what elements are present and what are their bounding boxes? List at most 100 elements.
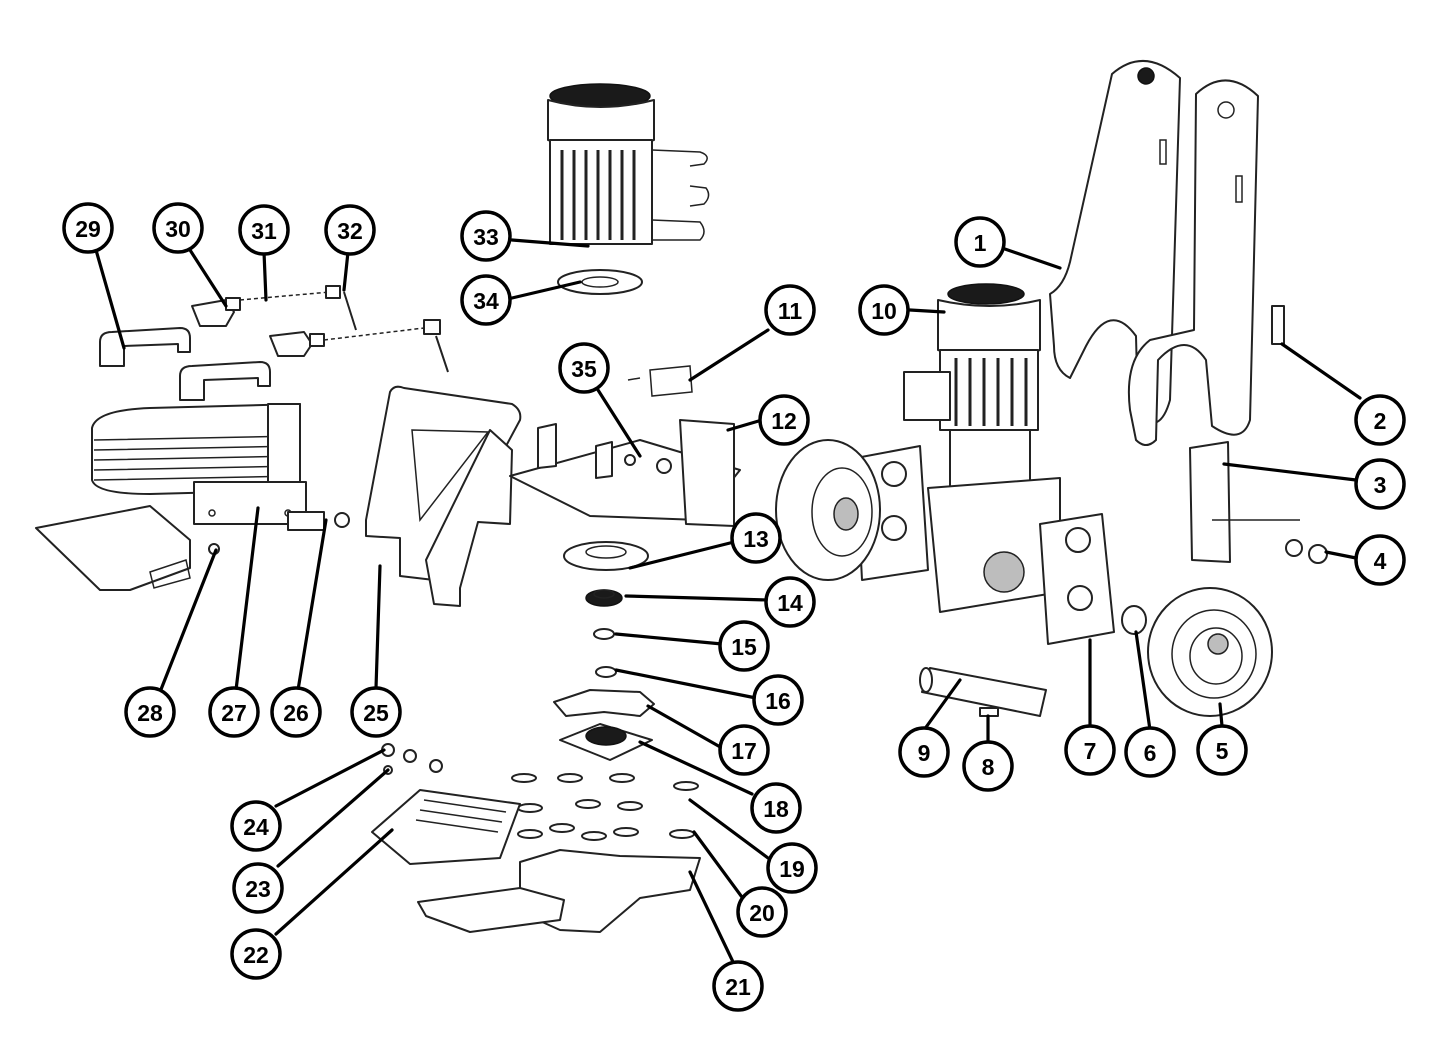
callout-circle — [232, 862, 284, 914]
callout-circle — [238, 204, 290, 256]
callout-circle — [764, 576, 816, 628]
callout-number: 2 — [1374, 408, 1387, 434]
callout-number: 1 — [974, 230, 987, 256]
callout-circle — [718, 620, 770, 672]
callout-number: 7 — [1084, 738, 1097, 764]
callout-circle — [736, 886, 788, 938]
callout-21: 21 — [712, 960, 764, 1012]
callout-24: 24 — [230, 800, 282, 852]
callout-34: 34 — [460, 274, 512, 326]
callout-number: 9 — [918, 740, 931, 766]
callout-number: 26 — [283, 700, 309, 726]
callout-9: 9 — [898, 726, 950, 778]
callout-11: 11 — [764, 284, 816, 336]
callout-27: 27 — [208, 686, 260, 738]
callout-number: 33 — [473, 224, 499, 250]
callout-15: 15 — [718, 620, 770, 672]
callout-circle — [954, 216, 1006, 268]
callout-4: 4 — [1354, 534, 1406, 586]
callout-circle — [1354, 458, 1406, 510]
callout-number: 32 — [337, 218, 363, 244]
callout-number: 4 — [1374, 548, 1387, 574]
counterweight-stack — [91, 403, 307, 525]
callout-number: 27 — [221, 700, 247, 726]
callout-number: 15 — [731, 634, 757, 660]
callout-3: 3 — [1354, 458, 1406, 510]
callout-circle — [350, 686, 402, 738]
callout-circle — [730, 512, 782, 564]
callout-circle — [712, 960, 764, 1012]
callout-circle — [558, 342, 610, 394]
callout-6: 6 — [1124, 726, 1176, 778]
callout-29: 29 — [62, 202, 114, 254]
end-cap — [1308, 544, 1328, 564]
callout-25: 25 — [350, 686, 402, 738]
lifting-handle — [99, 327, 271, 401]
callout-number: 35 — [571, 356, 597, 382]
leader-lines — [94, 238, 1362, 966]
callout-circle — [1064, 724, 1116, 776]
callout-circle — [962, 740, 1014, 792]
callout-circle — [460, 274, 512, 326]
callout-5: 5 — [1196, 724, 1248, 776]
callout-16: 16 — [752, 674, 804, 726]
callout-19: 19 — [766, 842, 818, 894]
callout-circle — [1124, 726, 1176, 778]
center-motor — [547, 83, 710, 295]
callout-31: 31 — [238, 204, 290, 256]
callout-circle — [1354, 394, 1406, 446]
callout-30: 30 — [152, 202, 204, 254]
base-plate — [511, 773, 701, 933]
scraper-blade — [371, 743, 565, 933]
callout-number: 19 — [779, 856, 805, 882]
callout-number: 11 — [778, 298, 803, 324]
callout-number: 12 — [771, 408, 797, 434]
callout-circle — [766, 842, 818, 894]
callout-circle — [752, 674, 804, 726]
callout-number: 30 — [165, 216, 191, 242]
callout-23: 23 — [232, 862, 284, 914]
callout-1: 1 — [954, 216, 1006, 268]
callout-14: 14 — [764, 576, 816, 628]
callout-circle — [270, 686, 322, 738]
callout-28: 28 — [124, 686, 176, 738]
locking-pin — [1271, 305, 1285, 345]
drive-motor — [903, 283, 1061, 613]
callout-22: 22 — [230, 928, 282, 980]
callout-number: 34 — [473, 288, 499, 314]
callout-8: 8 — [962, 740, 1014, 792]
side-frames — [1049, 60, 1259, 446]
bearing-stack — [553, 541, 655, 761]
callout-number: 29 — [75, 216, 101, 242]
callout-7: 7 — [1064, 724, 1116, 776]
callout-circle — [124, 686, 176, 738]
callout-circle — [324, 204, 376, 256]
callout-12: 12 — [758, 394, 810, 446]
callout-35: 35 — [558, 342, 610, 394]
callout-number: 22 — [243, 942, 269, 968]
callout-number: 17 — [731, 738, 757, 764]
callout-number: 3 — [1374, 472, 1387, 498]
spacer-washer — [1121, 605, 1147, 635]
callout-33: 33 — [460, 210, 512, 262]
drive-wheel-left — [775, 439, 881, 581]
wheel-bracket — [1189, 441, 1303, 563]
callout-circle — [460, 210, 512, 262]
gearbox-plates — [855, 445, 1115, 645]
small-bracket — [287, 511, 350, 531]
drive-wheel-right — [1147, 587, 1273, 717]
callout-circle — [208, 686, 260, 738]
callout-32: 32 — [324, 204, 376, 256]
callout-group: 1234567891011121314151617181920212223242… — [62, 202, 1406, 1012]
cover-plate — [35, 505, 220, 591]
callout-17: 17 — [718, 724, 770, 776]
callout-number: 13 — [743, 526, 769, 552]
callout-circle — [758, 394, 810, 446]
callout-number: 20 — [749, 900, 775, 926]
callout-circle — [152, 202, 204, 254]
callout-number: 6 — [1144, 740, 1157, 766]
callout-circle — [858, 284, 910, 336]
center-top-plate — [509, 365, 741, 527]
callout-number: 25 — [363, 700, 389, 726]
